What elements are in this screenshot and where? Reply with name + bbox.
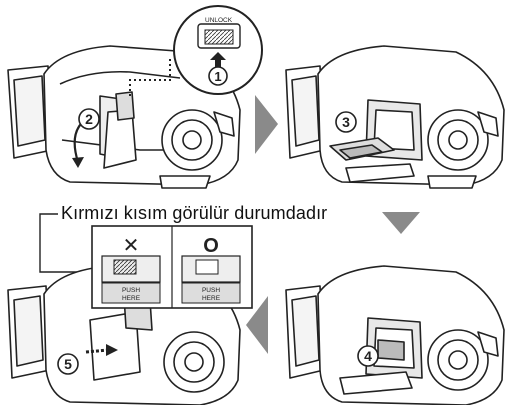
wrong-mark: ✕ [123,233,140,257]
panel-4-camera [285,265,505,405]
lock-state-closeup [91,225,253,309]
svg-text:5: 5 [64,356,72,372]
step-2-badge: 2 [78,108,100,130]
step-5-badge: 5 [57,353,79,375]
svg-text:4: 4 [364,348,372,364]
unlock-closeup [173,5,263,95]
unlock-label: UNLOCK [205,17,233,24]
push-arrow [85,344,118,356]
arrow-left [246,296,268,354]
right-push-label-line1: PUSH [202,287,220,294]
panel-2-camera [285,45,505,189]
arrow-down [382,212,420,234]
caption-bracket [39,213,92,273]
caption-red-part-visible: Kırmızı kısım görülür durumdadır [61,203,328,223]
wrong-push-label-line1: PUSH [122,287,140,294]
step-4-badge: 4 [357,345,379,367]
callout-dotted-line [129,58,171,96]
wrong-state [101,255,161,304]
arrow-right [255,95,278,154]
right-push-label-line2: HERE [202,295,221,302]
step-1-badge: 1 [208,66,228,86]
wrong-push-label-line2: HERE [122,295,141,302]
svg-text:1: 1 [214,69,221,84]
svg-text:3: 3 [342,114,350,130]
right-state [181,255,241,304]
step-3-badge: 3 [335,111,357,133]
svg-text:2: 2 [85,111,93,127]
right-mark: O [203,235,219,257]
